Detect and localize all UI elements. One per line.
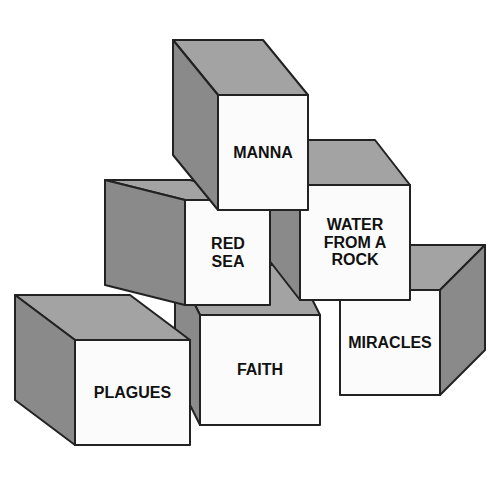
red-sea-label-face: RED SEA	[205, 235, 251, 270]
block-label: FAITH	[205, 361, 315, 379]
miracles-label-face: MIRACLES	[343, 334, 437, 352]
water-label-face: WATER FROM A ROCK	[319, 216, 391, 269]
manna-label-face: MANNA	[222, 144, 304, 162]
block-label: WATER FROM A ROCK	[319, 216, 391, 269]
block-label: MIRACLES	[343, 334, 437, 352]
block-label: MANNA	[222, 144, 304, 162]
plagues-cube	[15, 295, 190, 445]
block-label: RED SEA	[205, 235, 251, 270]
plagues-label-face: PLAGUES	[80, 384, 185, 402]
block-label: PLAGUES	[80, 384, 185, 402]
faith-label-face: FAITH	[205, 361, 315, 379]
manna-cube	[173, 40, 308, 210]
